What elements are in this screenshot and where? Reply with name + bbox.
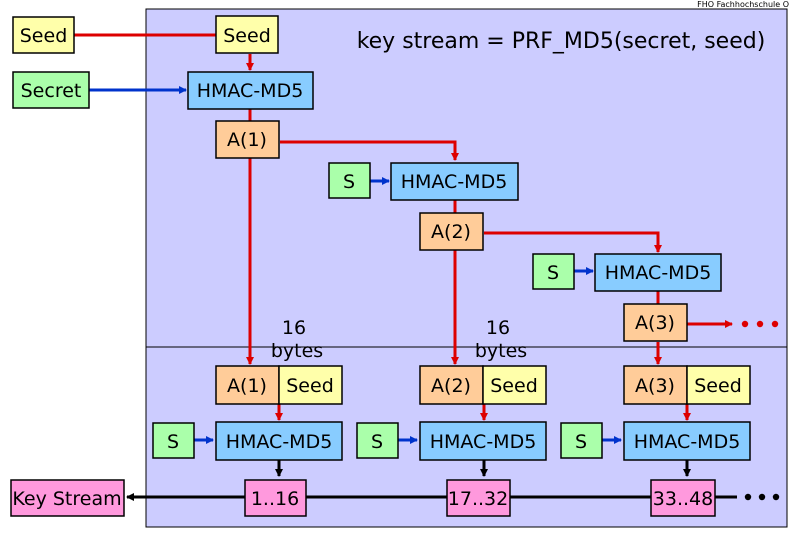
a1-block-label: A(1) [227, 129, 267, 151]
a2-block-label: A(2) [431, 221, 471, 243]
hmac-out-1: HMAC-MD5 [215, 421, 343, 461]
s-block-6-label: S [575, 431, 587, 453]
secret-input-label: Secret [21, 80, 82, 102]
hmac-a3: HMAC-MD5 [594, 253, 722, 292]
a1-pair-label: A(1) [227, 375, 267, 397]
continuation-dots-red [741, 320, 779, 328]
a2-block: A(2) [419, 212, 484, 251]
key-stream-output: Key Stream [10, 479, 125, 517]
range-block-1: 1..16 [244, 479, 307, 517]
hmac-a1: HMAC-MD5 [187, 71, 314, 110]
a3-block: A(3) [623, 303, 688, 342]
bytes-unit-2: bytes [475, 340, 527, 362]
bytes-num-1: 16 [282, 317, 306, 339]
seed-pair-1-label: Seed [286, 375, 334, 397]
continuation-dots-black [744, 493, 780, 501]
hmac-a1-label: HMAC-MD5 [197, 80, 304, 102]
hmac-out-3: HMAC-MD5 [623, 421, 751, 461]
institution-label: FHO Fachhochschule O [697, 0, 789, 9]
s-block-3: S [532, 253, 575, 290]
s-block-4-label: S [167, 431, 179, 453]
range-block-3: 33..48 [650, 479, 716, 517]
s-block-4: S [152, 422, 195, 459]
diagram-title: key stream = PRF_MD5(secret, seed) [357, 29, 766, 54]
hmac-a3-label: HMAC-MD5 [605, 262, 712, 284]
bytes-num-2: 16 [486, 317, 510, 339]
a1-block: A(1) [215, 120, 280, 159]
bytes-unit-1: bytes [271, 340, 323, 362]
range-2-label: 17..32 [448, 488, 508, 510]
s-block-3-label: S [547, 262, 559, 284]
a3-seed-pair: A(3) Seed [623, 365, 751, 405]
a2-seed-pair: A(2) Seed [419, 365, 547, 405]
hmac-out-2: HMAC-MD5 [419, 421, 547, 461]
seed-input-label: Seed [20, 25, 68, 47]
range-block-2: 17..32 [446, 479, 511, 517]
s-block-5-label: S [371, 431, 383, 453]
seed-block-label: Seed [223, 25, 271, 47]
seed-input: Seed [12, 16, 75, 54]
bytes-label-1: 16 bytes [271, 317, 323, 362]
key-stream-label: Key Stream [12, 488, 121, 510]
range-3-label: 33..48 [653, 488, 713, 510]
s-block-6: S [560, 422, 603, 459]
seed-pair-2-label: Seed [490, 375, 538, 397]
hmac-a2: HMAC-MD5 [390, 162, 519, 201]
seed-pair-3-label: Seed [694, 375, 742, 397]
a3-block-label: A(3) [635, 312, 675, 334]
hmac-out-1-label: HMAC-MD5 [226, 431, 333, 453]
a2-pair-label: A(2) [431, 375, 471, 397]
a3-pair-label: A(3) [635, 375, 675, 397]
s-block-5: S [356, 422, 399, 459]
a1-seed-pair: A(1) Seed [215, 365, 343, 405]
hmac-out-3-label: HMAC-MD5 [634, 431, 741, 453]
bytes-label-2: 16 bytes [475, 317, 527, 362]
secret-input: Secret [12, 71, 90, 109]
range-1-label: 1..16 [251, 488, 299, 510]
hmac-out-2-label: HMAC-MD5 [430, 431, 537, 453]
s-block-2-label: S [343, 171, 355, 193]
s-block-2: S [328, 162, 371, 199]
connectors [74, 33, 737, 501]
seed-block: Seed [215, 15, 279, 54]
hmac-a2-label: HMAC-MD5 [401, 171, 508, 193]
